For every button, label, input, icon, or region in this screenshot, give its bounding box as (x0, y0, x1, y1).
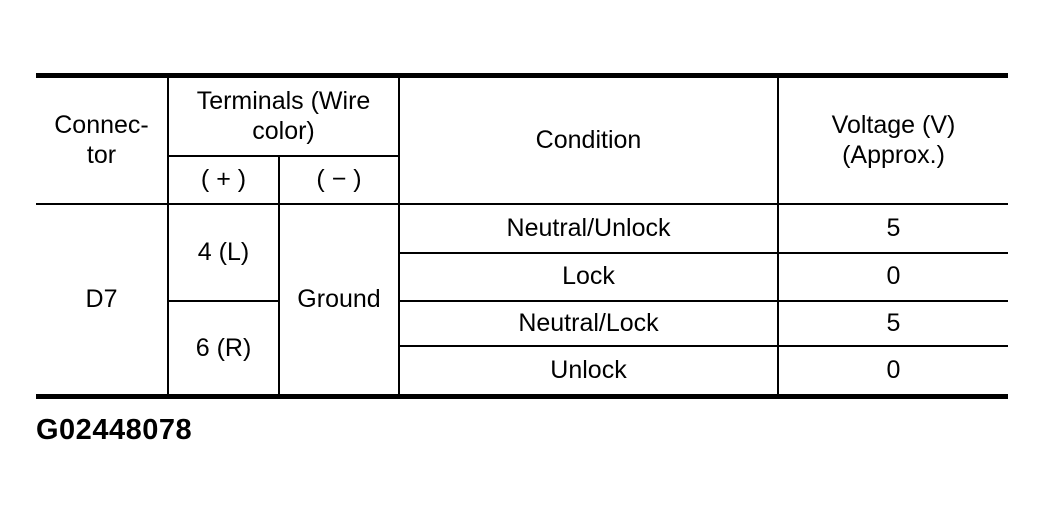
cell-condition-unlock: Unlock (398, 344, 779, 398)
cell-condition-neutral-lock: Neutral/Lock (398, 299, 779, 347)
cell-voltage-neutral-unlock: 5 (777, 202, 1008, 254)
header-condition: Condition (398, 74, 779, 205)
table-row: Unlock 0 (36, 344, 1008, 398)
header-terminal-plus: ( + ) (167, 154, 280, 205)
header-terminals: Terminals (Wire color) (167, 74, 400, 157)
table-row: 6 (R) Neutral/Lock 5 (36, 299, 1008, 398)
cell-terminal-minus-ground: Ground (278, 202, 400, 398)
voltage-spec-table: Connec- tor Terminals (Wire color) Condi… (36, 73, 1008, 399)
cell-terminal-plus-left: 4 (L) (167, 202, 280, 302)
cell-condition-neutral-unlock: Neutral/Unlock (398, 202, 779, 254)
figure-id: G02448078 (36, 414, 193, 446)
table-row: Lock 0 (36, 251, 1008, 302)
cell-voltage-lock: 0 (777, 251, 1008, 302)
header-connector: Connec- tor (36, 74, 169, 205)
header-terminal-minus: ( − ) (278, 154, 400, 205)
table-row: D7 4 (L) Ground Neutral/Unlock 5 (36, 202, 1008, 398)
cell-terminal-plus-right: 6 (R) (167, 299, 280, 398)
cell-condition-lock: Lock (398, 251, 779, 302)
cell-connector-value: D7 (36, 202, 169, 398)
cell-voltage-unlock: 0 (777, 344, 1008, 398)
cell-voltage-neutral-lock: 5 (777, 299, 1008, 347)
header-row-polarity: ( + ) ( − ) (36, 154, 1008, 205)
header-row-top: Connec- tor Terminals (Wire color) Condi… (36, 74, 1008, 205)
header-voltage: Voltage (V) (Approx.) (777, 74, 1008, 205)
